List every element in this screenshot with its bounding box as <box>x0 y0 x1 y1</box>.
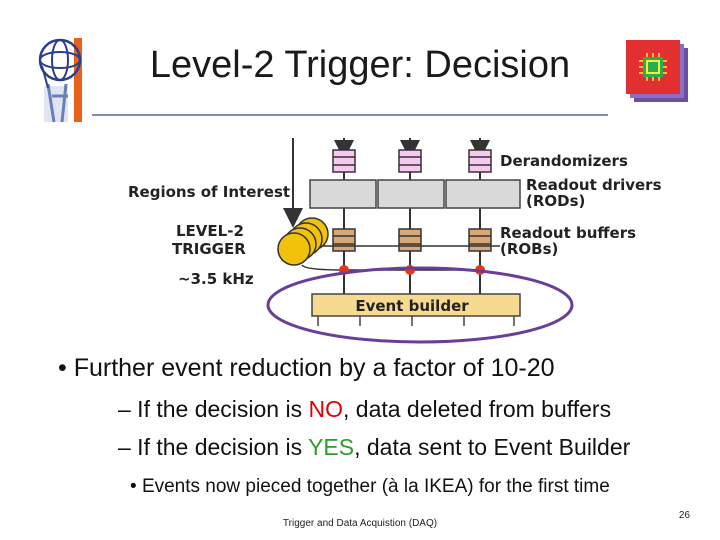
level2-processors <box>277 217 329 266</box>
rob-box <box>332 228 356 252</box>
sub-bullet-yes-post: , data sent to Event Builder <box>354 434 631 460</box>
decision-dot <box>405 265 415 275</box>
rate-label: ~3.5 kHz <box>178 270 254 288</box>
trigger-diagram: Event builder Derandomizers Readout driv… <box>128 138 662 344</box>
rod-box <box>309 179 377 209</box>
rob-box <box>398 228 422 252</box>
derandomizers-label: Derandomizers <box>500 152 628 170</box>
no-keyword: NO <box>308 396 344 422</box>
event-builder-box <box>311 293 521 317</box>
readout-buffers-abbr: (ROBs) <box>500 240 558 258</box>
highlight-ellipse <box>266 266 574 344</box>
sub-bullet-yes: – If the decision is YES, data sent to E… <box>118 434 630 461</box>
sub-bullet-no-pre: – If the decision is <box>118 396 309 422</box>
chip-logo <box>626 40 688 102</box>
bullet-main: • Further event reduction by a factor of… <box>58 354 555 382</box>
rod-box <box>377 179 445 209</box>
sub-bullet-yes-pre: – If the decision is <box>118 434 309 460</box>
slide-title: Level-2 Trigger: Decision <box>149 44 571 86</box>
sub-sub-bullet-text: Events now pieced together (à la IKEA) f… <box>141 476 610 497</box>
derandomizers <box>332 149 492 173</box>
atlas-logo <box>38 38 82 123</box>
title-underline <box>92 114 608 116</box>
readout-buffers-label: Readout buffers <box>500 224 636 242</box>
sub-bullet-no-post: , data deleted from buffers <box>343 396 612 422</box>
slide-footer: Trigger and Data Acquistion (DAQ) <box>282 518 438 529</box>
readout-drivers-label: Readout drivers <box>526 176 662 194</box>
rob-box <box>468 228 492 252</box>
event-builder-label: Event builder <box>355 297 469 315</box>
bullet-main-text: Further event reduction by a factor of 1… <box>73 354 555 382</box>
derandomizer-box <box>398 149 422 173</box>
level2-label-line1: LEVEL-2 <box>176 222 244 240</box>
readout-buffers <box>332 228 492 252</box>
page-number: 26 <box>678 510 690 521</box>
derandomizer-box <box>468 149 492 173</box>
regions-of-interest-label: Regions of Interest <box>128 183 290 201</box>
rod-box <box>445 179 521 209</box>
sub-sub-bullet: • Events now pieced together (à la IKEA)… <box>130 476 610 497</box>
yes-keyword: YES <box>308 434 355 460</box>
readout-drivers-abbr: (RODs) <box>526 192 585 210</box>
sub-bullet-no: – If the decision is NO, data deleted fr… <box>118 396 611 423</box>
level2-label-line2: TRIGGER <box>172 240 246 258</box>
derandomizer-box <box>332 149 356 173</box>
readout-drivers <box>309 179 521 209</box>
